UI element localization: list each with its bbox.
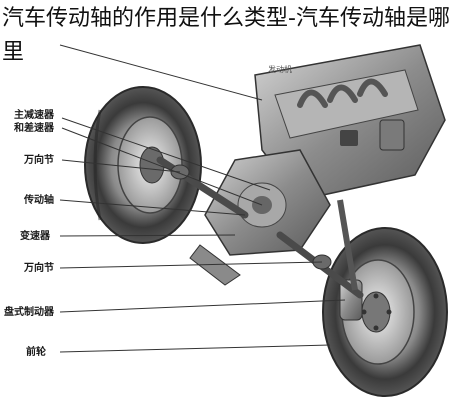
- rear-wheel: [84, 86, 202, 244]
- label-front-wheel: 前轮: [26, 345, 46, 358]
- label-main-reducer: 主减速器: [14, 108, 55, 121]
- label-disc-brake: 盘式制动器: [4, 305, 55, 318]
- page-title: 汽车传动轴的作用是什么类型-汽车传动轴是哪里: [2, 6, 450, 65]
- label-engine: 发动机: [268, 64, 292, 74]
- label-differential: 和差速器: [13, 121, 55, 134]
- suspension-strut: [189, 199, 358, 291]
- label-transmission: 变速器: [20, 229, 51, 242]
- label-universal-joint-2: 万向节: [23, 261, 54, 274]
- label-universal-joint-1: 万向节: [23, 153, 54, 166]
- label-drive-shaft: 传动轴: [23, 193, 54, 206]
- leader-lines: [59, 44, 346, 353]
